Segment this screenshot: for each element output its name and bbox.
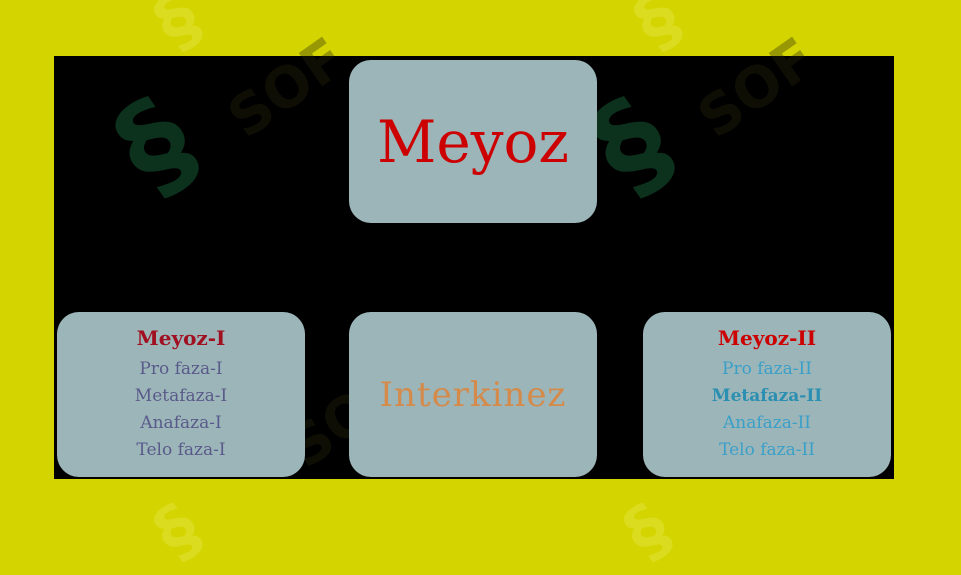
watermark-logo-bottom-left: § <box>139 487 216 575</box>
root-node-label: Meyoz <box>377 107 569 176</box>
meiosis-one-item: Anafaza-I <box>140 412 222 433</box>
watermark-logo-left: § <box>91 71 221 220</box>
meiosis-two-item: Anafaza-II <box>722 412 812 433</box>
meiosis-one-item: Pro faza-I <box>139 358 223 379</box>
meiosis-one-node: Meyoz-I Pro faza-I Metafaza-I Anafaza-I … <box>57 312 305 477</box>
watermark-logo-top-right: § <box>619 0 696 65</box>
watermark-logo-bottom-right: § <box>609 487 686 575</box>
meiosis-one-title: Meyoz-I <box>136 325 226 350</box>
meiosis-two-item: Telo faza-II <box>719 439 815 460</box>
interkinesis-node: Interkinez <box>349 312 597 477</box>
meiosis-one-item: Metafaza-I <box>134 385 228 406</box>
meiosis-two-node: Meyoz-II Pro faza-II Metafaza-II Anafaza… <box>643 312 891 477</box>
watermark-text-left: SOF <box>216 25 358 152</box>
meiosis-two-item: Pro faza-II <box>722 358 812 379</box>
watermark-logo-top-left: § <box>139 0 216 65</box>
meiosis-two-title: Meyoz-II <box>717 325 817 350</box>
root-node: Meyoz <box>349 60 597 223</box>
interkinesis-label: Interkinez <box>379 374 567 415</box>
watermark-text-right: SOF <box>686 25 828 152</box>
meiosis-one-item: Telo faza-I <box>136 439 226 460</box>
meiosis-two-item: Metafaza-II <box>711 385 823 406</box>
